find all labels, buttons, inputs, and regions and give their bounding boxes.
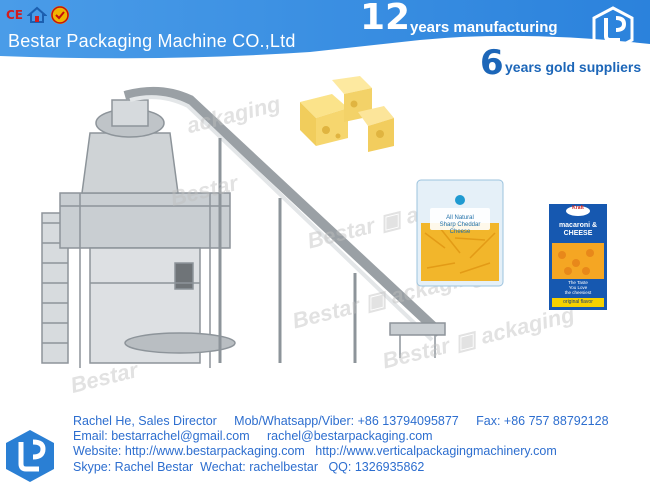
mac-box-variant: original flavor [563, 299, 593, 305]
mac-box-tagline: The Taste You Love the cheesiest [548, 280, 608, 295]
gold-supplier-number: 6 [480, 43, 504, 83]
cheese-cubes-image [300, 76, 394, 152]
mac-box-tagline-line: You Love [568, 285, 588, 290]
mac-box-title: macaroni & CHEESE [548, 222, 608, 238]
contact-line-name-phone: Rachel He, Sales Director Mob/Whatsapp/V… [73, 414, 609, 428]
shred-bag-label: All Natural Sharp Cheddar Cheese [430, 215, 490, 236]
mac-box-title-line: macaroni & [558, 222, 598, 229]
contact-info: Rachel He, Sales Director Mob/Whatsapp/V… [73, 414, 633, 475]
contact-line-website: Website: http://www.bestarpackaging.com … [73, 444, 557, 459]
ce-mark-icon: CE [6, 8, 24, 22]
mac-and-cheese-box-image [549, 204, 607, 310]
gold-supplier-text: years gold suppliers [505, 59, 642, 75]
contact-line-skype: Skype: Rachel Bestar Wechat: rachelbesta… [73, 459, 425, 474]
mac-box-brand: Kraft [572, 205, 584, 211]
quality-badge-icon [51, 6, 70, 24]
mac-box-flavor: the cheesiest [564, 290, 592, 295]
shredded-cheese-bag-image [416, 179, 504, 287]
company-name: Bestar Packaging Machine CO.,Ltd [8, 31, 296, 51]
packaging-machine-illustration [41, 86, 446, 368]
shred-bag-label-line: All Natural [446, 215, 474, 221]
mac-box-tagline-line: The Taste [568, 280, 588, 285]
house-icon [27, 6, 48, 24]
bestar-logo-bottom-icon [6, 430, 54, 482]
header-banner [0, 0, 650, 60]
years-manufacturing-text: years manufacturing [410, 19, 558, 36]
years-manufacturing-number: 12 [360, 0, 411, 38]
contact-line-email: Email: bestarrachel@gmail.com rachel@bes… [73, 429, 433, 444]
shred-bag-label-line: Sharp Cheddar [439, 222, 481, 228]
mac-box-title-line: CHEESE [563, 230, 593, 237]
bestar-logo-icon [592, 6, 634, 52]
shred-bag-label-line: Cheese [449, 229, 471, 235]
banner-background [0, 0, 650, 59]
certification-icons: CE [6, 6, 70, 24]
